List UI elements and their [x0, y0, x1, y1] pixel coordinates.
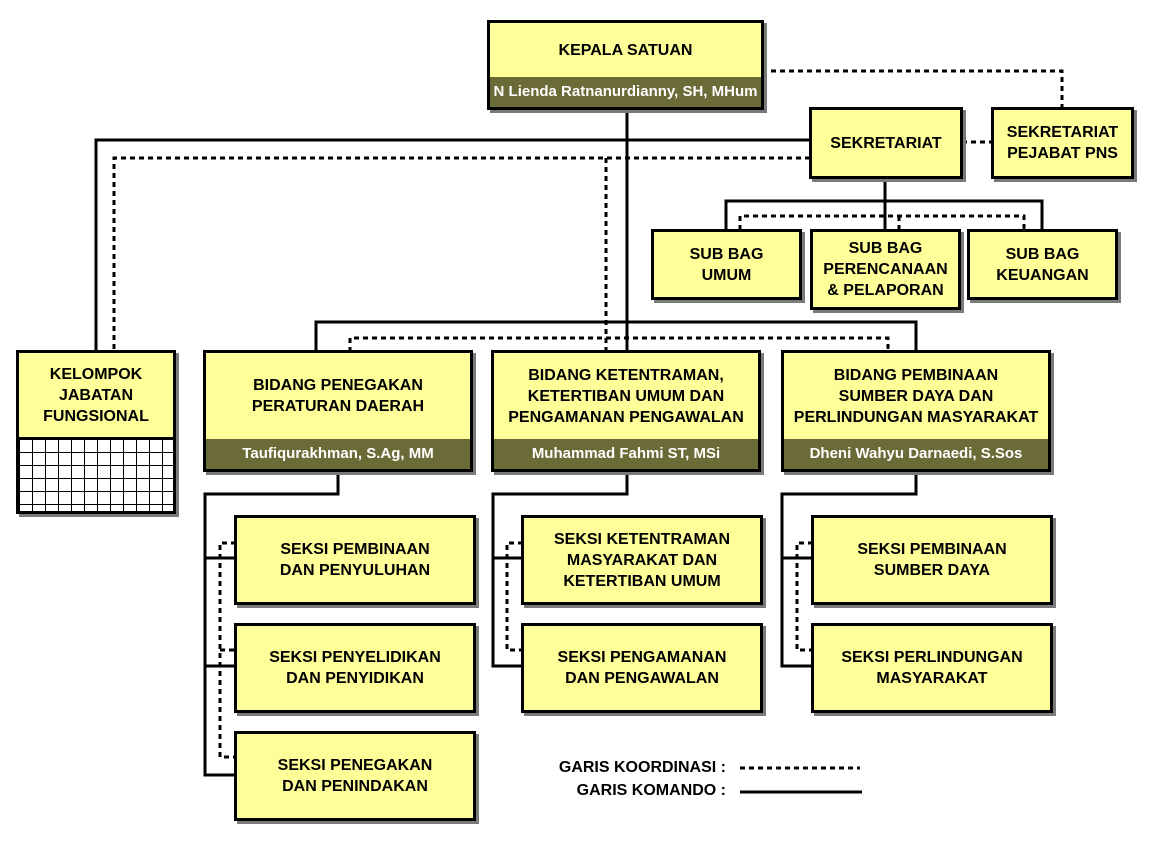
kepala-name: N Lienda Ratnanurdianny, SH, MHum	[490, 77, 761, 107]
kepala-title: KEPALA SATUAN	[558, 41, 693, 59]
seksi-penegakan-title: SEKSI PENEGAKAN DAN PENINDAKAN	[277, 757, 433, 795]
box-subbag-perencanaan: SUB BAG PERENCANAAN & PELAPORAN	[810, 229, 961, 310]
bidang-ketentraman-name: Muhammad Fahmi ST, MSi	[494, 439, 758, 469]
seksi-pembinaan-penyuluhan-title: SEKSI PEMBINAAN DAN PENYULUHAN	[279, 541, 431, 579]
sekretariat-title: SEKRETARIAT	[830, 134, 942, 152]
bidang-ketentraman-title: BIDANG KETENTRAMAN, KETERTIBAN UMUM DAN …	[508, 366, 744, 426]
bidang-pembinaan-title: BIDANG PEMBINAAN SUMBER DAYA DAN PERLIND…	[793, 366, 1039, 426]
coordination-lines	[112, 69, 1064, 759]
seksi-pembinaan-sd-title: SEKSI PEMBINAAN SUMBER DAYA	[857, 541, 1007, 579]
box-seksi-pembinaan-penyuluhan: SEKSI PEMBINAAN DAN PENYULUHAN	[234, 515, 476, 605]
bidang-penegakan-name: Taufiqurakhman, S.Ag, MM	[206, 439, 470, 469]
bidang-penegakan-title: BIDANG PENEGAKAN PERATURAN DAERAH	[251, 377, 425, 415]
sekretariat-pns-title: SEKRETARIAT PEJABAT PNS	[1006, 124, 1119, 162]
box-seksi-penyelidikan: SEKSI PENYELIDIKAN DAN PENYIDIKAN	[234, 623, 476, 713]
seksi-penyelidikan-title: SEKSI PENYELIDIKAN DAN PENYIDIKAN	[269, 649, 441, 687]
kelompok-title: KELOMPOK JABATAN FUNGSIONAL	[43, 365, 149, 425]
kelompok-grid	[19, 437, 173, 511]
legend-koordinasi-label: GARIS KOORDINASI :	[558, 759, 726, 776]
subbag-umum-title: SUB BAG UMUM	[689, 245, 764, 284]
box-sekretariat: SEKRETARIAT	[809, 107, 963, 179]
box-subbag-keuangan: SUB BAG KEUANGAN	[967, 229, 1118, 300]
legend-komando-label: GARIS KOMANDO :	[576, 782, 726, 799]
subbag-perencanaan-title: SUB BAG PERENCANAAN & PELAPORAN	[823, 240, 948, 299]
box-seksi-ketentraman: SEKSI KETENTRAMAN MASYARAKAT DAN KETERTI…	[521, 515, 763, 605]
box-bidang-penegakan: BIDANG PENEGAKAN PERATURAN DAERAH Taufiq…	[203, 350, 473, 472]
box-seksi-perlindungan: SEKSI PERLINDUNGAN MASYARAKAT	[811, 623, 1053, 713]
box-bidang-pembinaan: BIDANG PEMBINAAN SUMBER DAYA DAN PERLIND…	[781, 350, 1051, 472]
seksi-ketentraman-title: SEKSI KETENTRAMAN MASYARAKAT DAN KETERTI…	[553, 530, 730, 590]
box-kepala-satuan: KEPALA SATUAN N Lienda Ratnanurdianny, S…	[487, 20, 764, 110]
seksi-perlindungan-title: SEKSI PERLINDUNGAN MASYARAKAT	[841, 649, 1023, 687]
box-bidang-ketentraman: BIDANG KETENTRAMAN, KETERTIBAN UMUM DAN …	[491, 350, 761, 472]
box-subbag-umum: SUB BAG UMUM	[651, 229, 802, 300]
box-seksi-pengamanan: SEKSI PENGAMANAN DAN PENGAWALAN	[521, 623, 763, 713]
seksi-pengamanan-title: SEKSI PENGAMANAN DAN PENGAWALAN	[557, 649, 727, 687]
command-lines	[94, 108, 1044, 777]
box-seksi-pembinaan-sumber-daya: SEKSI PEMBINAAN SUMBER DAYA	[811, 515, 1053, 605]
bidang-pembinaan-name: Dheni Wahyu Darnaedi, S.Sos	[784, 439, 1048, 469]
box-seksi-penegakan: SEKSI PENEGAKAN DAN PENINDAKAN	[234, 731, 476, 821]
box-sekretariat-pns: SEKRETARIAT PEJABAT PNS	[991, 107, 1134, 179]
subbag-keuangan-title: SUB BAG KEUANGAN	[996, 245, 1089, 284]
box-kelompok-jabatan: KELOMPOK JABATAN FUNGSIONAL	[16, 350, 176, 514]
